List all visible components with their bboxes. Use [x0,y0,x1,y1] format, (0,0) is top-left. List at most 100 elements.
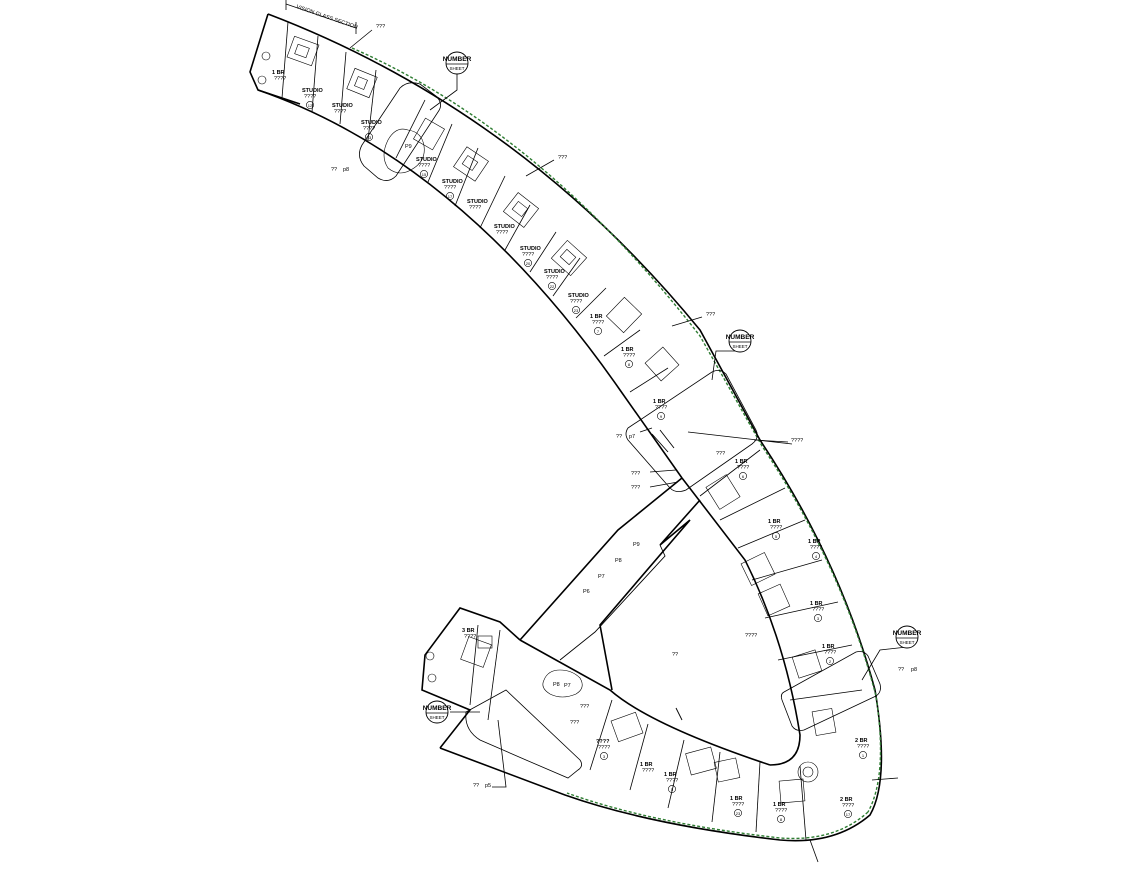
room-type: STUDIO [467,199,489,205]
annotation-note: P6 [583,589,590,595]
sheet-tag-circle [425,700,449,724]
room-type: 1 BR [664,772,677,778]
room-area: ???? [570,299,582,305]
furniture-layout [257,35,837,804]
east-room-label: 1 BR????5 [768,519,782,540]
room-number: 5 [671,787,674,792]
room-type: 2 BR [855,738,868,744]
south-room-label: 1 BR???? 5 [664,772,678,793]
north-room-label: STUDIO???? 23 [568,293,590,314]
room-number: 13 [367,135,372,140]
room-type: 1 BR [272,70,285,76]
annotation-note: P8 [553,682,560,688]
sheet-tag: NUMBER SHEET [443,51,472,75]
room-number: 5 [775,534,778,539]
room-area: ???? [469,205,481,211]
room-number: 6 [742,474,745,479]
room-area: ???? [642,768,654,774]
south-wing-inner-wall [519,639,771,766]
north-room-label: STUDIO????22 [544,269,566,290]
room-area: ???? [334,109,346,115]
room-type: 1 BR [730,796,743,802]
sheet-tag-title: NUMBER [443,56,472,63]
annotation-note: P9 [633,542,640,548]
room-area: ???? [824,650,836,656]
planters [383,128,583,698]
north-room-label: STUDIO???? [494,224,516,236]
room-number-circle [625,360,633,368]
room-number: 17 [448,194,453,199]
annotation-note: ??? [570,720,579,726]
room-number-circle [548,282,556,290]
svg-text:VISION GLASS SECTION: VISION GLASS SECTION [295,4,358,31]
room-number: 15 [422,172,427,177]
room-type: 1 BR [621,347,634,353]
room-type: STUDIO [332,103,354,109]
room-number-circle [600,752,608,760]
room-area: ???? [732,802,744,808]
north-room-label: 1 BR????9 [653,399,667,420]
sheet-tag-circle [728,329,752,353]
room-number-circle [859,751,867,759]
room-number-circle [306,101,314,109]
room-area: ???? [775,808,787,814]
room-number: 23 [574,308,579,313]
courtyard-corridor-outer [519,477,683,641]
sheet-tag-sub: SHEET [732,344,747,349]
room-number: 17 [846,812,851,817]
room-type: STUDIO [520,246,542,252]
room-number-circle [812,552,820,560]
room-number: 4 [815,554,818,559]
room-number-circle [777,815,785,823]
annotation-note: P7 [564,683,571,689]
sheet-tag-sub: SHEET [429,715,444,720]
annotation-note: ??? [631,471,640,477]
annotation-note: ?? [672,652,678,658]
room-area: ???? [363,126,375,132]
room-area: ???? [666,778,678,784]
sheet-tag-circle [445,51,469,75]
room-type: STUDIO [568,293,590,299]
sheet-tag-sub: SHEET [449,66,464,71]
annotation-note: ??? [376,24,385,30]
outline-east [780,651,881,731]
annotation-note: p8 [343,167,349,173]
east-wing-inner-wall [681,477,801,766]
north-room-label: 1 BR???? [272,70,286,82]
north-room-label: 1 BR????8 [621,347,635,368]
annotation-note: ??? [631,485,640,491]
room-number-circle [814,614,822,622]
outline-mid [625,370,758,492]
east-room-label: 1 BR????6 [735,459,749,480]
room-area: ???? [418,163,430,169]
room-type: STUDIO [494,224,516,230]
dimension-bracket: VISION GLASS SECTION [285,0,358,34]
room-type: 1 BR [808,539,821,545]
south-room-label: 3 BR???? [462,628,476,640]
south-room-label: ????????3 [596,739,610,760]
room-type: 1 BR [735,459,748,465]
annotation-note: ??? [558,155,567,161]
room-type: 2 BR [840,797,853,803]
annotation-note: ??? [706,312,715,318]
room-number: 12 [308,103,313,108]
room-number-circle [572,306,580,314]
east-room-label: 1 BR????3 [810,601,824,622]
annotation-note: p5 [485,783,491,789]
south-room-label: 1 BR????8 [773,802,787,823]
room-type: 1 BR [773,802,786,808]
north-room-label: STUDIO????20 [520,246,542,267]
annotation-note: p7 [629,434,635,440]
north-wing-inner-wall [257,89,683,479]
annotation-note: ?? [616,434,622,440]
enlarged-plan-outlines [359,82,881,779]
courtyard-stair [651,429,683,721]
annotation-note: ???? [745,633,757,639]
room-area: ???? [444,185,456,191]
room-type: ???? [596,739,610,745]
room-number-circle [524,259,532,267]
annotation-note: ???? [791,438,803,444]
south-room-label: 2 BR????17 [840,797,854,818]
